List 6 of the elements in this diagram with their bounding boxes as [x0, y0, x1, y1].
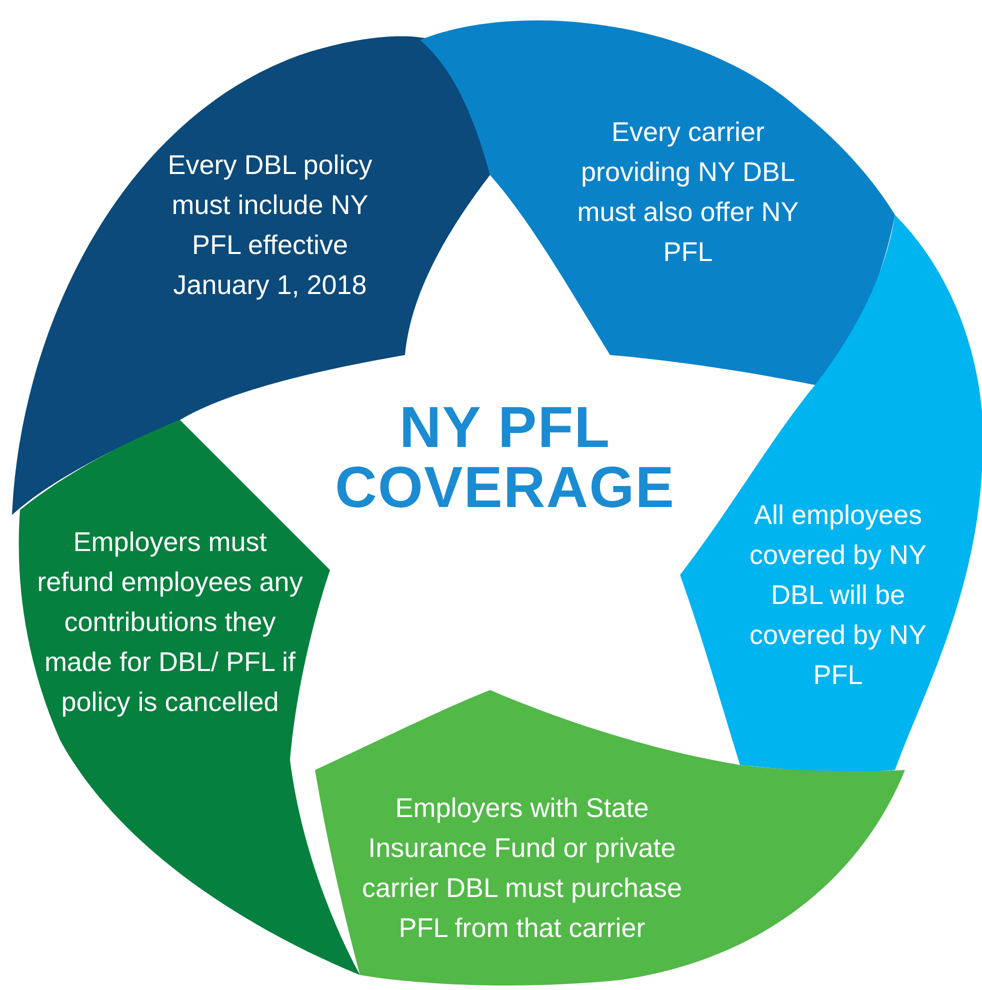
segment-text: All employees covered by NY DBL will be covered by NY PFL	[748, 499, 928, 692]
segment-text: Every carrier providing NY DBL must also offer NY PFL	[576, 116, 800, 269]
segment-text: Every DBL policy must include NY PFL effective January 1, 2018	[166, 149, 374, 302]
segment-text: Employers must refund employees any contributions they made for DBL/ PFL if policy is cancelled	[36, 526, 304, 719]
title: NY PFL COVERAGE	[334, 398, 676, 518]
segment-text: Employers with State Insurance Fund or private carrier DBL must purchase PFL from that carrier	[360, 792, 684, 945]
